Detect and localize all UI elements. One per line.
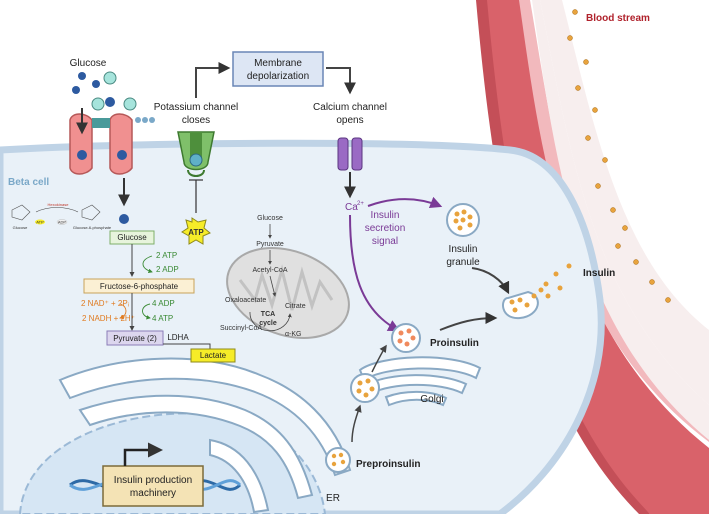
calcium-channel [337, 137, 363, 171]
f6p-box [83, 278, 195, 294]
svg-text:Glucose: Glucose [257, 215, 283, 222]
svg-text:Insulin: Insulin [371, 210, 400, 221]
svg-text:Succinyl-CoA: Succinyl-CoA [220, 325, 262, 332]
svg-text:Lactate: Lactate [200, 351, 227, 360]
beta-cell-label: Beta cell [8, 177, 49, 188]
svg-text:Membrane: Membrane [254, 58, 302, 69]
svg-text:Hexokinase: Hexokinase [48, 202, 70, 207]
svg-text:Preproinsulin: Preproinsulin [356, 459, 420, 470]
golgi-apparatus [358, 356, 482, 407]
endoplasmic-reticulum [58, 357, 352, 514]
svg-text:ATP: ATP [36, 220, 44, 225]
exocytosis-vesicle [502, 263, 572, 320]
svg-text:signal: signal [372, 236, 398, 247]
svg-text:2 ADP: 2 ADP [156, 265, 179, 274]
svg-text:Insulin production: Insulin production [114, 475, 192, 486]
blood-insulin-dots [567, 9, 671, 303]
membrane-depolarization-box [232, 51, 324, 87]
blood-stream-label: Blood stream [586, 13, 650, 24]
potassium-channel-label: Potassium channel [154, 102, 239, 113]
svg-text:Pyruvate: Pyruvate [256, 241, 284, 248]
calcium-ion-charge: 2+ [357, 201, 364, 207]
pyruvate-box [106, 330, 164, 346]
svg-text:TCA: TCA [261, 311, 275, 318]
blood-vessel [476, 0, 709, 514]
svg-text:ADP: ADP [58, 220, 67, 225]
svg-text:Glucose: Glucose [13, 225, 28, 230]
svg-text:depolarization: depolarization [247, 71, 309, 82]
preproinsulin-vesicle [325, 373, 380, 473]
potassium-channel-label-2: closes [182, 115, 210, 126]
er-label: ER [326, 493, 340, 504]
svg-text:Pyruvate (2): Pyruvate (2) [113, 334, 157, 343]
insulin-label: Insulin [583, 268, 615, 279]
svg-text:cycle: cycle [259, 320, 277, 327]
svg-text:2 NADH + 2H⁺: 2 NADH + 2H⁺ [82, 314, 135, 323]
svg-text:Fructose-6-phosphate: Fructose-6-phosphate [100, 282, 179, 291]
svg-text:ATP: ATP [188, 228, 204, 237]
intracellular-glucose-dot [119, 214, 129, 224]
svg-text:Glucose: Glucose [117, 233, 147, 242]
mitochondrion [226, 247, 350, 339]
atp-star: ATP [181, 217, 211, 245]
tca-pathway: Glucose Pyruvate Acetyl-CoA Oxaloacetate… [220, 215, 306, 338]
hexokinase-inset: Glucose Glucose-6-phosphate Hexokinase A… [11, 202, 112, 230]
insulin-production-machinery: Insulin production machinery [102, 442, 204, 507]
calcium-ion-label: Ca [345, 202, 358, 213]
glucose-label: Glucose [70, 58, 107, 69]
svg-text:Oxaloacetate: Oxaloacetate [225, 297, 266, 304]
glycolysis-pathway: Glucose 2 ATP 2 ADP Fructose-6-phosphate… [81, 230, 236, 363]
glucose-molecules [72, 71, 137, 111]
svg-text:secretion: secretion [365, 223, 406, 234]
potassium-channel [177, 131, 215, 177]
calcium-channel-label-2: opens [336, 115, 363, 126]
svg-text:granule: granule [446, 257, 480, 268]
svg-text:machinery: machinery [130, 488, 176, 499]
svg-text:4 ADP: 4 ADP [152, 299, 175, 308]
lactate-box [190, 348, 236, 363]
svg-text:2 ATP: 2 ATP [156, 251, 177, 260]
svg-text:4 ATP: 4 ATP [152, 314, 173, 323]
svg-text:Proinsulin: Proinsulin [430, 338, 479, 349]
signal-arrow-granule [367, 196, 443, 209]
svg-text:Insulin: Insulin [449, 244, 478, 255]
svg-text:Citrate: Citrate [285, 303, 306, 310]
insulin-granule [446, 203, 480, 237]
signal-arrow-proinsulin [349, 214, 401, 332]
calcium-channel-label: Calcium channel [313, 102, 387, 113]
svg-text:2 NAD⁺ + 2Pᵢ: 2 NAD⁺ + 2Pᵢ [81, 299, 129, 308]
golgi-label: Golgi [420, 394, 443, 405]
svg-text:Acetyl-CoA: Acetyl-CoA [252, 267, 287, 274]
proinsulin-vesicle [391, 323, 421, 353]
svg-text:α-KG: α-KG [285, 331, 302, 338]
svg-text:LDHA: LDHA [167, 333, 189, 342]
svg-text:Glucose-6-phosphate: Glucose-6-phosphate [73, 225, 112, 230]
